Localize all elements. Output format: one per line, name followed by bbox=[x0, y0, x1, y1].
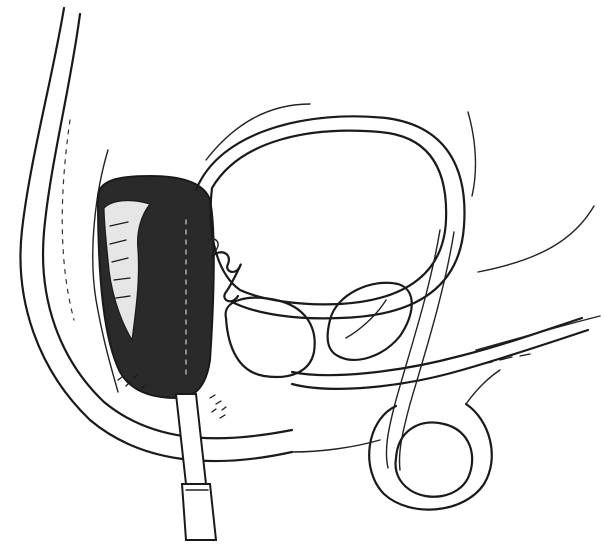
probe-shaft bbox=[176, 394, 206, 484]
perineum bbox=[292, 440, 380, 452]
pubic-bone bbox=[328, 283, 412, 360]
abdominal-contours bbox=[206, 104, 594, 272]
scrotum bbox=[369, 370, 500, 510]
anal-sphincter-marks bbox=[210, 395, 226, 418]
penis-outline bbox=[476, 316, 600, 364]
bladder bbox=[196, 116, 464, 318]
probe-handle bbox=[182, 484, 216, 540]
urethra bbox=[292, 318, 588, 389]
spermatic-cord bbox=[386, 230, 454, 470]
prostate bbox=[226, 298, 315, 377]
testis bbox=[396, 422, 473, 496]
probe-head bbox=[148, 203, 200, 386]
